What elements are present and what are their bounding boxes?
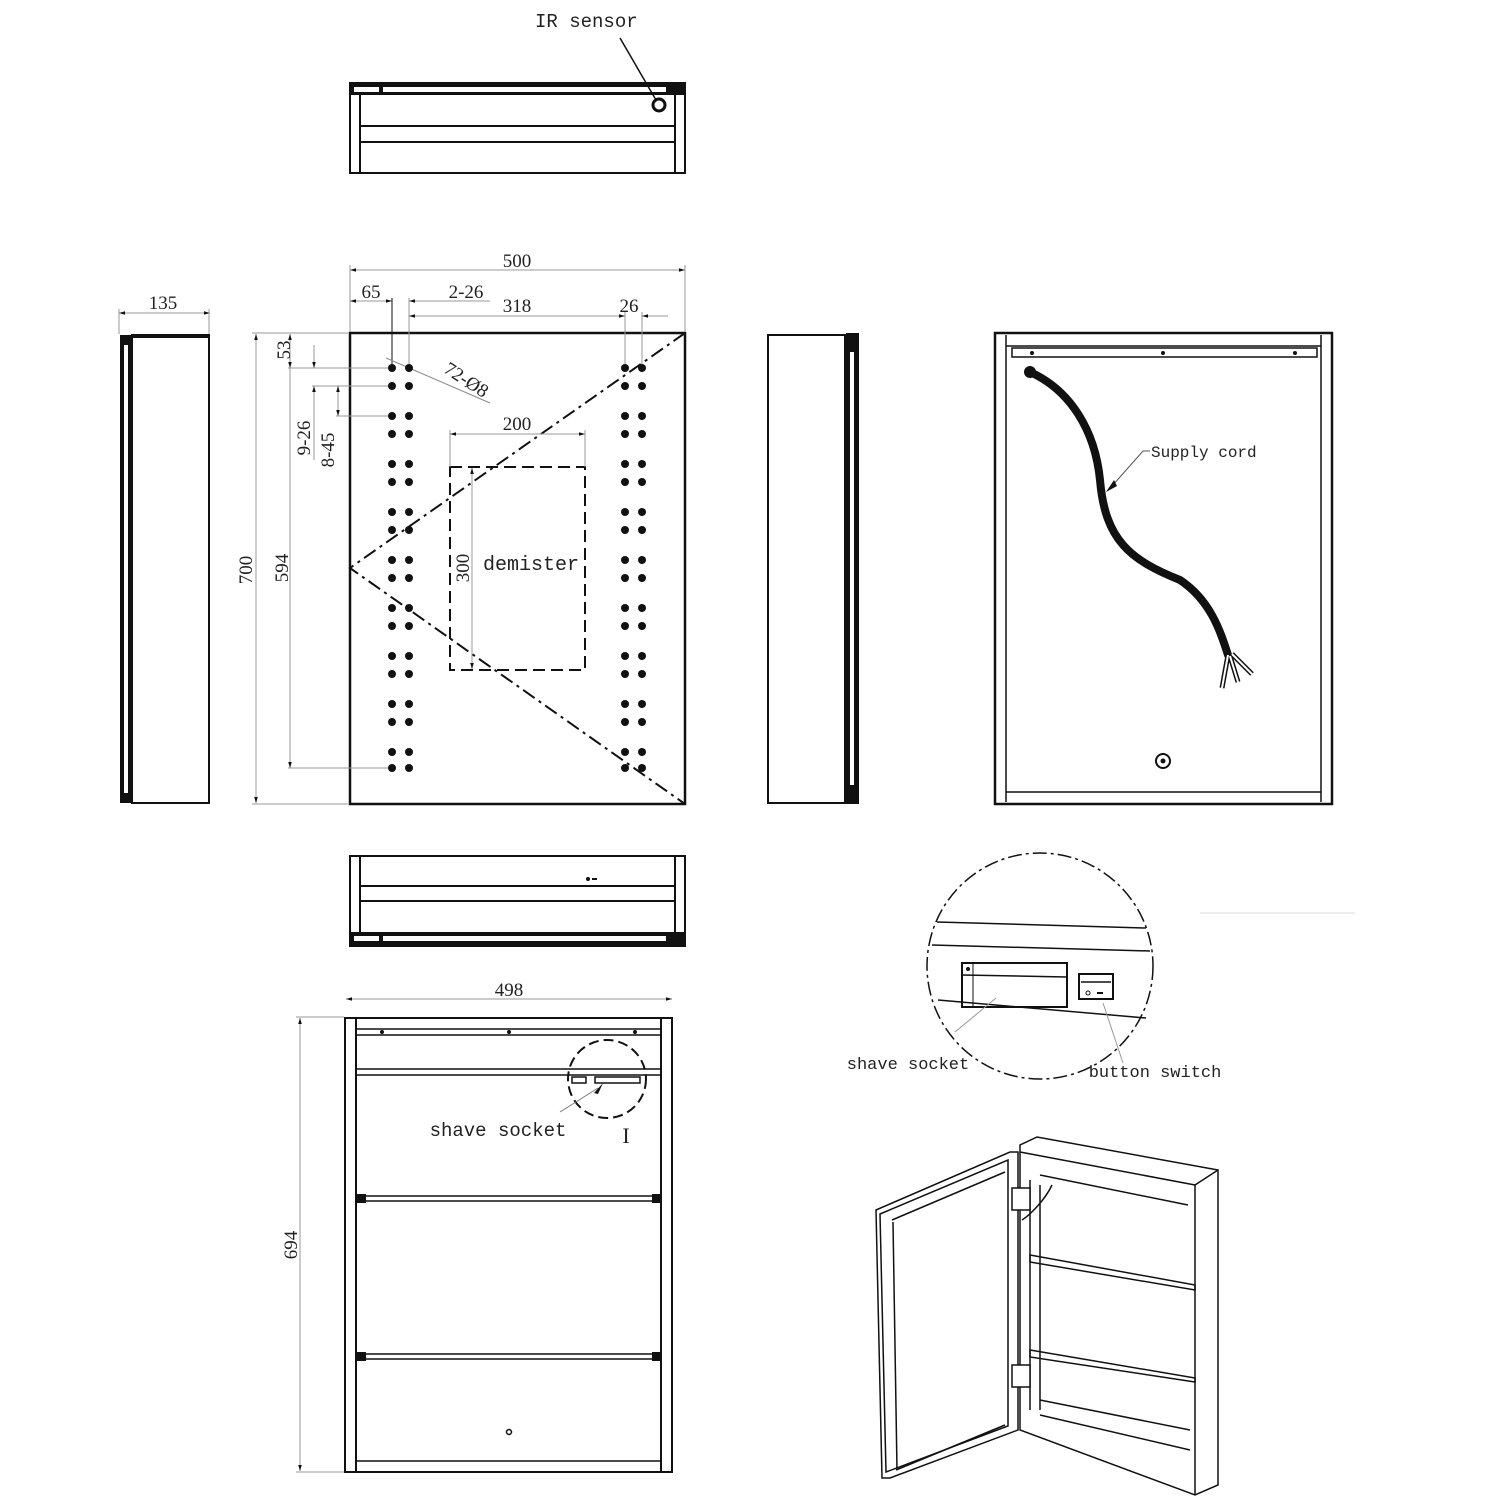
dim-overall-height: 700 [236,556,257,585]
led-holes [388,364,646,772]
shave-socket-label: shave socket [430,1120,567,1142]
dim-overall-width: 500 [503,251,532,272]
shave-socket-detail-label: shave socket [847,1056,969,1075]
ir-sensor-back-icon [1155,753,1171,769]
supply-cord-label: Supply cord [1151,444,1257,462]
dim-led-span-height: 594 [272,553,293,582]
interior-view [296,997,673,1473]
right-side-view [767,333,859,804]
dim-row-pitch-a: 9-26 [294,421,315,456]
front-view [252,265,687,806]
button-switch-icon [1078,973,1114,1000]
dim-demister-width: 200 [503,414,532,435]
bottom-view [349,855,686,947]
dim-led-col-spacing: 318 [503,296,532,317]
button-switch-label: button switch [1089,1064,1222,1083]
dim-right-col-width: 26 [620,296,639,317]
back-view [993,331,1334,806]
dim-led-holes: 72-Ø8 [440,358,492,402]
dim-demister-height: 300 [453,554,474,583]
dim-led-col-width: 2-26 [449,282,484,303]
dim-left-offset: 65 [362,282,381,303]
dim-depth: 135 [149,293,178,314]
isometric-view [875,1136,1219,1496]
shave-socket-icon [961,962,1068,1008]
demister-label: demister [483,554,579,577]
detail-view [926,852,1355,1080]
dim-inner-width: 498 [495,980,524,1001]
dim-inner-height: 694 [281,1230,302,1259]
top-view [349,37,686,174]
supply-cord [1026,368,1232,659]
ir-sensor-label: IR sensor [535,11,638,33]
dim-row-pitch-b: 8-45 [318,433,339,468]
dim-top-offset: 53 [274,341,295,360]
left-side-view [118,309,210,804]
ir-sensor-icon [651,97,667,113]
detail-marker: I [622,1123,629,1148]
